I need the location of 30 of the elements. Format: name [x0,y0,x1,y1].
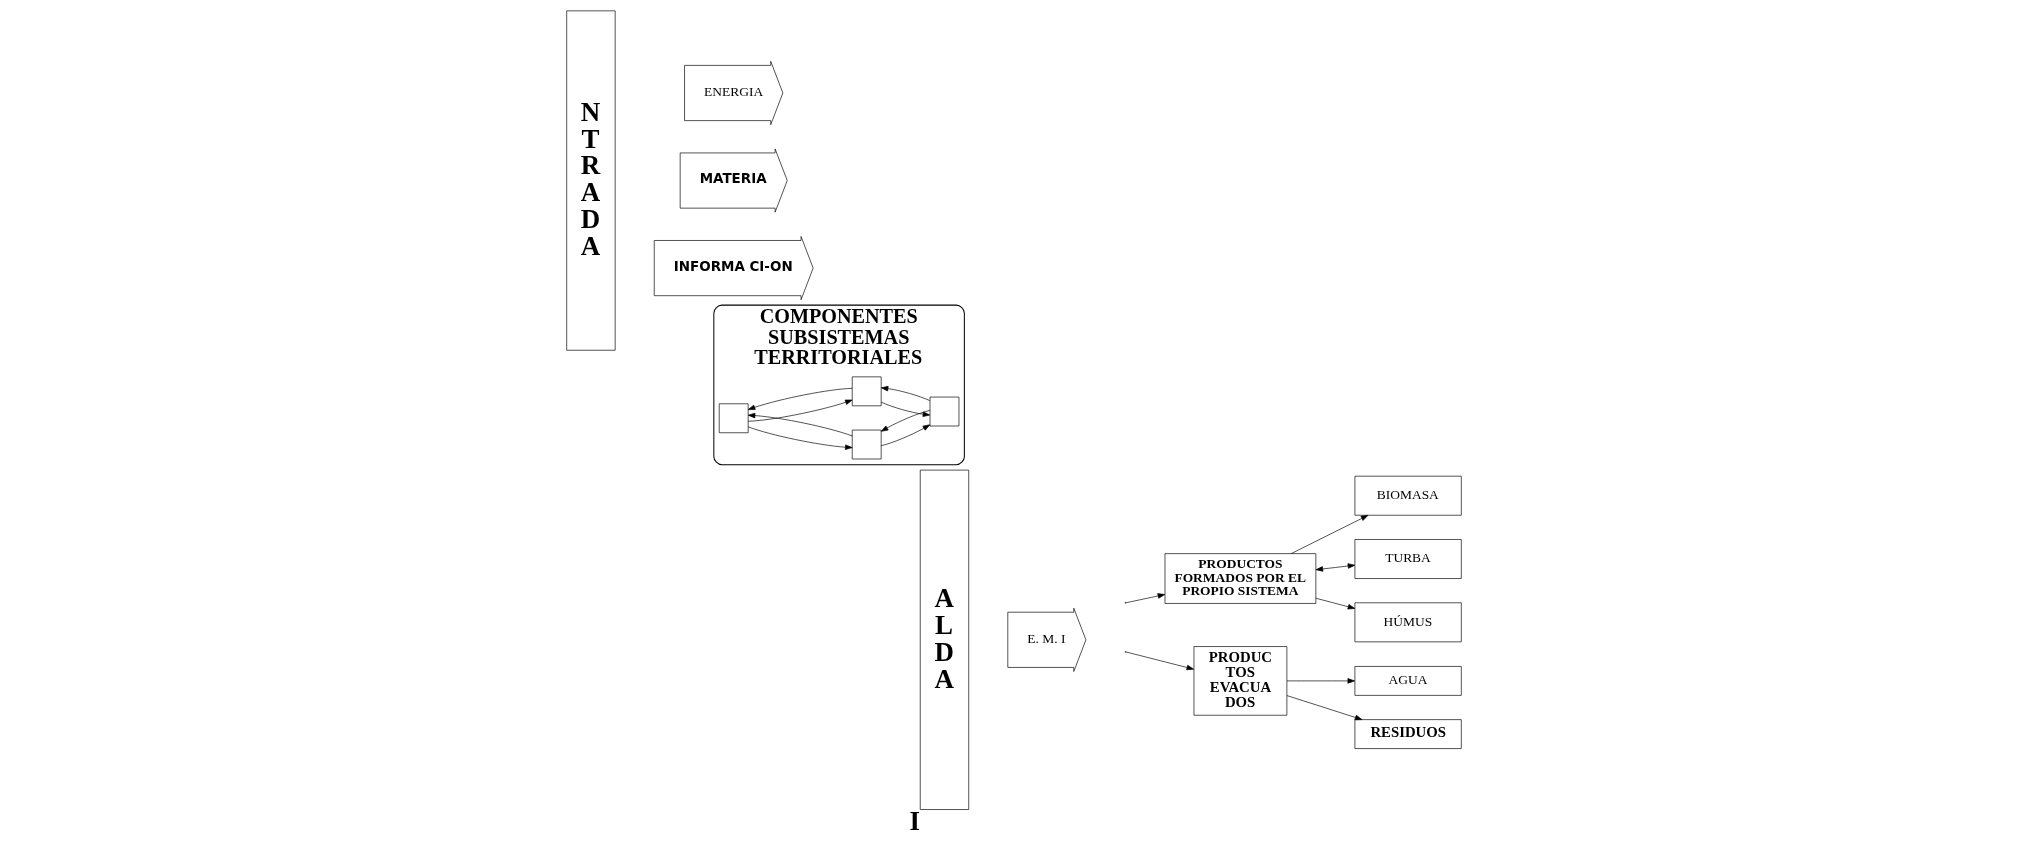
arrow [1286,678,1355,684]
arrow [880,401,931,417]
arrow [1125,593,1166,604]
arrow [1290,515,1369,554]
node-box: BIOMASA [1354,475,1462,516]
arrow [1286,695,1363,721]
node-box: A L D A [919,469,970,810]
arrow [747,412,853,437]
node-box: PRODUCTOS FORMADOS POR EL PROPIO SISTEMA [1164,553,1317,604]
node-box [718,403,749,434]
arrow [747,426,853,450]
node-box: N T R A D A [566,10,616,351]
arrow [880,410,931,432]
node-box: TURBA [1354,539,1462,579]
arrow [880,385,931,401]
node-box [851,429,882,460]
node-box: AGUA [1354,666,1462,696]
arrow [747,399,853,422]
node-box [929,396,960,427]
arrow [880,424,931,447]
node-box [851,376,882,407]
arrow [747,388,853,410]
arrow [1125,651,1194,671]
node-box: HÚMUS [1354,602,1462,643]
cluster: COMPONENTES SUBSISTEMAS TERRITORIALES [713,304,965,466]
node-box: RESIDUOS [1354,719,1462,749]
arrow [1315,563,1356,572]
node-box: PRODUC TOS EVACUA DOS [1193,646,1288,716]
arrow [1315,597,1356,610]
node-label: I [909,806,920,837]
